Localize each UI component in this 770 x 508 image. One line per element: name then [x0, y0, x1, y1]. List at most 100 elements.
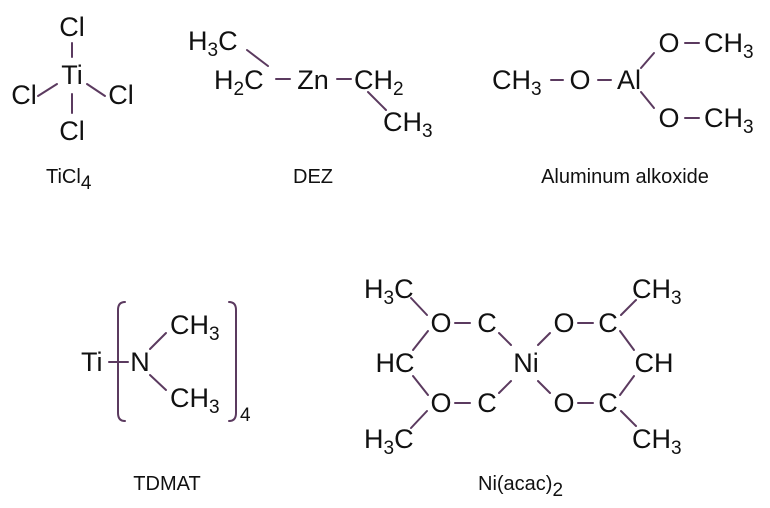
- bond-n-ch3-top: [149, 332, 167, 350]
- atom-ch2-left-c: C: [244, 65, 264, 95]
- atom-h3c-bottom-subscript: 3: [384, 438, 395, 459]
- caption-dez: DEZ: [293, 166, 333, 188]
- atom-o-tl: O: [430, 308, 451, 338]
- bond-ni-o-br: [537, 380, 551, 394]
- bracket-right: [228, 301, 237, 422]
- atom-ch3-top-subscript: 3: [209, 324, 220, 345]
- bracket-multiplier: 4: [240, 405, 251, 426]
- caption-ticl4: TiCl4: [46, 166, 92, 194]
- bracket-left: [117, 301, 126, 422]
- dez-structure: H3C H2C Zn CH2 CH3 DEZ: [188, 26, 433, 188]
- atom-ti: Ti: [81, 347, 103, 377]
- atom-ch3-tr-ch: CH: [632, 274, 671, 304]
- bond-o-h3c-bl: [410, 410, 428, 429]
- atom-h3c-bottom-h: H: [364, 424, 384, 454]
- tdmat-bonds: [108, 301, 237, 422]
- atom-c-tr: C: [598, 308, 618, 338]
- atom-c-tl: C: [477, 308, 497, 338]
- alkoxide-bonds: [550, 42, 700, 119]
- atom-ch3-right-subscript: 3: [422, 121, 433, 142]
- atom-o-br: O: [553, 388, 574, 418]
- bond-hc-o-bl: [412, 375, 429, 396]
- atom-ch2-right-ch: CH: [354, 65, 393, 95]
- atom-ch3-top-ch: CH: [704, 28, 743, 58]
- atom-ch2-left-h: H: [214, 65, 234, 95]
- bond-c-ni-bl: [498, 380, 512, 394]
- atom-ch3-bottom-ch: CH: [704, 103, 743, 133]
- atom-o-tr: O: [553, 308, 574, 338]
- bond-c-ch3-tr: [620, 299, 637, 316]
- atom-o-top: O: [658, 28, 679, 58]
- atom-ch3-bottom-ch: CH: [170, 383, 209, 413]
- bond-ni-o-tr: [537, 332, 551, 346]
- atom-c-bl: C: [477, 388, 497, 418]
- caption-niacac-main: Ni(acac): [478, 473, 552, 495]
- atom-o-left: O: [569, 65, 590, 95]
- atom-cl-top: Cl: [59, 12, 85, 42]
- bond-ti-cl-left: [37, 83, 58, 97]
- ticl4-bonds: [37, 42, 106, 114]
- atom-ch3-left: CH3: [492, 65, 542, 100]
- atom-ch2-right: CH2: [354, 65, 404, 100]
- atom-ch2-right-subscript: 2: [393, 79, 404, 100]
- alkoxide-structure: CH3 O Al O CH3 O CH3 Aluminum alkoxide: [492, 28, 754, 188]
- atom-zn: Zn: [297, 65, 329, 95]
- atom-n: N: [130, 347, 150, 377]
- atom-ch3-tr: CH3: [632, 274, 682, 309]
- atom-ch3-left-subscript: 3: [208, 40, 219, 61]
- bond-ti-cl-right: [86, 83, 106, 97]
- atom-ni: Ni: [513, 348, 539, 378]
- atom-ti: Ti: [61, 60, 83, 90]
- atom-ch3-left: H3C: [188, 26, 238, 61]
- atom-ch3-left-subscript: 3: [531, 79, 542, 100]
- niacac-structure: Ni H3C O C HC O C H3C O C CH3 CH O C CH3…: [364, 274, 682, 501]
- bond-ch2-ch3-right: [367, 91, 387, 111]
- atom-ch3-left-c: C: [218, 26, 238, 56]
- bond-c-ni-tl: [498, 332, 512, 346]
- atom-ch: CH: [635, 348, 674, 378]
- bond-h3c-o-tl: [410, 297, 428, 316]
- atom-ch3-br-ch: CH: [632, 424, 671, 454]
- caption-niacac-subscript: 2: [552, 480, 563, 501]
- atom-ch3-br-subscript: 3: [671, 438, 682, 459]
- atom-h3c-top-h: H: [364, 274, 384, 304]
- caption-tdmat: TDMAT: [133, 473, 200, 495]
- atom-ch3-right-ch: CH: [383, 107, 422, 137]
- ticl4-structure: Ti Cl Cl Cl Cl TiCl4: [11, 12, 134, 194]
- atom-ch3-top: CH3: [170, 310, 220, 345]
- atom-ch3-left-h: H: [188, 26, 208, 56]
- atom-ch3-bottom: CH3: [170, 383, 220, 418]
- atom-o-bl: O: [430, 388, 451, 418]
- bond-al-o-top: [640, 52, 655, 69]
- dez-bonds: [246, 49, 387, 111]
- bond-c-ch-tr: [619, 330, 635, 351]
- atom-ch3-top: CH3: [704, 28, 754, 63]
- atom-ch3-br: CH3: [632, 424, 682, 459]
- atom-h3c-top-c: C: [394, 274, 414, 304]
- atom-al: Al: [617, 65, 641, 95]
- bond-ch-c-br: [619, 375, 635, 396]
- atom-cl-left: Cl: [11, 80, 37, 110]
- bond-ch3-ch2-left: [246, 49, 269, 67]
- atom-h3c-bottom: H3C: [364, 424, 414, 459]
- caption-ticl4-subscript: 4: [81, 173, 92, 194]
- atom-ch3-left-ch: CH: [492, 65, 531, 95]
- caption-ticl4-main: TiCl: [46, 166, 81, 188]
- atom-h3c-top: H3C: [364, 274, 414, 309]
- atom-h3c-bottom-c: C: [394, 424, 414, 454]
- atom-hc: HC: [376, 348, 415, 378]
- niacac-bonds: [410, 297, 637, 429]
- bond-al-o-bottom: [640, 91, 655, 109]
- atom-ch2-left: H2C: [214, 65, 264, 100]
- atom-cl-right: Cl: [108, 80, 134, 110]
- atom-ch2-left-subscript: 2: [234, 79, 245, 100]
- caption-alkoxide: Aluminum alkoxide: [541, 166, 709, 188]
- bond-n-ch3-bottom: [149, 374, 167, 391]
- atom-ch3-right: CH3: [383, 107, 433, 142]
- atom-ch3-top-subscript: 3: [743, 42, 754, 63]
- tdmat-structure: Ti N CH3 CH3 4 TDMAT: [81, 301, 251, 495]
- atom-cl-bottom: Cl: [59, 116, 85, 146]
- atom-o-bottom: O: [658, 103, 679, 133]
- atom-c-br: C: [598, 388, 618, 418]
